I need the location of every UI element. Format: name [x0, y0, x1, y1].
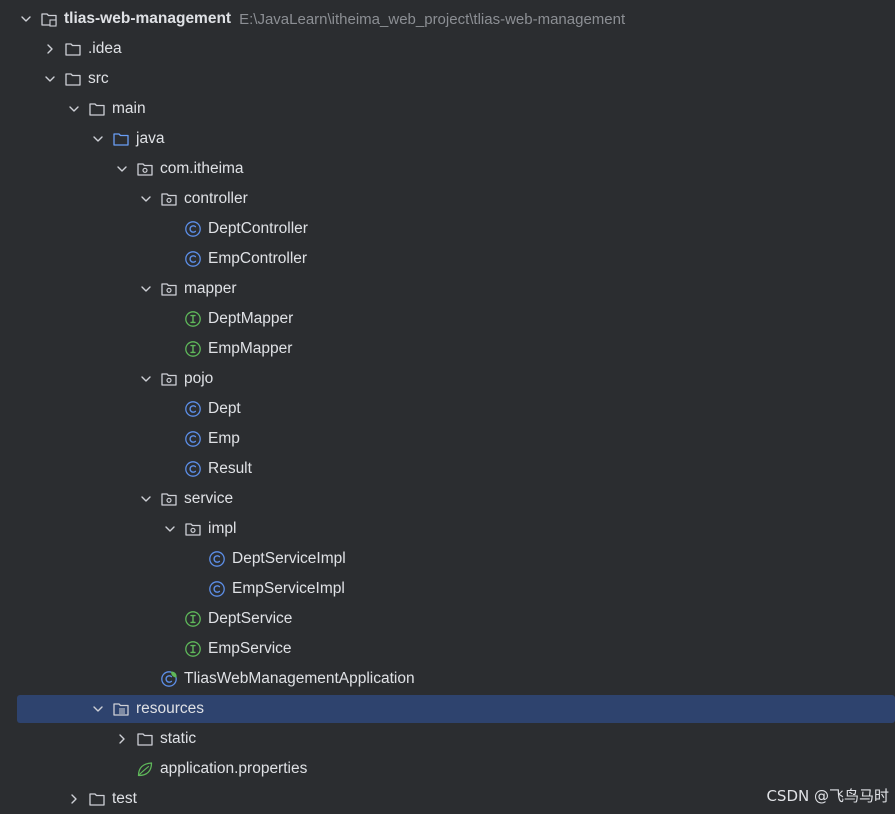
tree-row-static[interactable]: static	[0, 724, 895, 754]
class-icon	[184, 460, 202, 478]
folder-icon	[64, 40, 82, 58]
tree-row-package-com-itheima[interactable]: com.itheima	[0, 154, 895, 184]
tree-item-label: DeptMapper	[208, 310, 294, 327]
tree-item-label: Emp	[208, 430, 240, 447]
chevron-down-icon[interactable]	[66, 101, 82, 117]
tree-item-label: EmpService	[208, 640, 292, 657]
tree-row-package-impl[interactable]: impl	[0, 514, 895, 544]
tree-item-label: com.itheima	[160, 160, 244, 177]
folder-icon	[136, 730, 154, 748]
class-icon	[208, 550, 226, 568]
tree-item-label: mapper	[184, 280, 237, 297]
tree-row-application-class[interactable]: TliasWebManagementApplication	[0, 664, 895, 694]
chevron-down-icon[interactable]	[138, 371, 154, 387]
tree-item-label: test	[112, 790, 137, 807]
tree-row-java[interactable]: java	[0, 124, 895, 154]
module-folder-icon	[40, 10, 58, 28]
tree-row-dept-mapper[interactable]: DeptMapper	[0, 304, 895, 334]
tree-row-dept-service[interactable]: DeptService	[0, 604, 895, 634]
tree-row-idea[interactable]: .idea	[0, 34, 895, 64]
project-path: E:\JavaLearn\itheima_web_project\tlias-w…	[239, 10, 626, 28]
tree-item-label: resources	[136, 700, 205, 717]
interface-icon	[184, 310, 202, 328]
package-icon	[160, 190, 178, 208]
class-icon	[184, 220, 202, 238]
tree-row-package-controller[interactable]: controller	[0, 184, 895, 214]
tree-row-src[interactable]: src	[0, 64, 895, 94]
tree-item-label: EmpController	[208, 250, 308, 267]
tree-row-main[interactable]: main	[0, 94, 895, 124]
tree-item-label: java	[136, 130, 165, 147]
tree-row-emp-mapper[interactable]: EmpMapper	[0, 334, 895, 364]
chevron-down-icon[interactable]	[138, 491, 154, 507]
tree-item-label: EmpMapper	[208, 340, 293, 357]
package-icon	[136, 160, 154, 178]
tree-item-label: DeptService	[208, 610, 293, 627]
interface-icon	[184, 640, 202, 658]
package-icon	[184, 520, 202, 538]
selection-highlight	[17, 695, 895, 723]
chevron-right-icon[interactable]	[42, 41, 58, 57]
folder-icon	[64, 70, 82, 88]
package-icon	[160, 280, 178, 298]
tree-item-label: controller	[184, 190, 248, 207]
chevron-down-icon[interactable]	[18, 11, 34, 27]
tree-item-label: Result	[208, 460, 252, 477]
class-icon	[184, 430, 202, 448]
tree-item-label: main	[112, 100, 146, 117]
chevron-down-icon[interactable]	[138, 191, 154, 207]
tree-row-dept-controller[interactable]: DeptController	[0, 214, 895, 244]
tree-item-label: DeptServiceImpl	[232, 550, 346, 567]
tree-item-label: EmpServiceImpl	[232, 580, 345, 597]
tree-row-test[interactable]: test	[0, 784, 895, 814]
tree-item-label: src	[88, 70, 109, 87]
folder-icon	[88, 790, 106, 808]
chevron-right-icon[interactable]	[114, 731, 130, 747]
tree-row-emp-service[interactable]: EmpService	[0, 634, 895, 664]
tree-item-label: pojo	[184, 370, 214, 387]
class-icon	[184, 250, 202, 268]
resources-folder-icon	[112, 700, 130, 718]
package-icon	[160, 370, 178, 388]
tree-item-label: application.properties	[160, 760, 308, 777]
tree-item-label: Dept	[208, 400, 241, 417]
chevron-down-icon[interactable]	[42, 71, 58, 87]
class-icon	[184, 400, 202, 418]
tree-row-resources[interactable]: resources	[0, 694, 895, 724]
chevron-down-icon[interactable]	[90, 701, 106, 717]
chevron-down-icon[interactable]	[162, 521, 178, 537]
tree-item-label: service	[184, 490, 234, 507]
tree-item-label: static	[160, 730, 197, 747]
folder-icon	[88, 100, 106, 118]
tree-row-project-root[interactable]: tlias-web-management E:\JavaLearn\itheim…	[0, 4, 895, 34]
tree-row-dept-service-impl[interactable]: DeptServiceImpl	[0, 544, 895, 574]
watermark: CSDN @飞鸟马时	[766, 787, 889, 805]
project-name: tlias-web-management	[64, 10, 232, 27]
source-folder-icon	[112, 130, 130, 148]
spring-leaf-icon	[136, 760, 154, 778]
tree-item-label: TliasWebManagementApplication	[184, 670, 415, 687]
chevron-down-icon[interactable]	[138, 281, 154, 297]
tree-item-label: impl	[208, 520, 237, 537]
tree-row-package-pojo[interactable]: pojo	[0, 364, 895, 394]
interface-icon	[184, 610, 202, 628]
tree-row-emp-controller[interactable]: EmpController	[0, 244, 895, 274]
interface-icon	[184, 340, 202, 358]
tree-row-application-properties[interactable]: application.properties	[0, 754, 895, 784]
tree-row-emp-service-impl[interactable]: EmpServiceImpl	[0, 574, 895, 604]
tree-row-emp[interactable]: Emp	[0, 424, 895, 454]
project-tree: tlias-web-management E:\JavaLearn\itheim…	[0, 4, 895, 814]
chevron-down-icon[interactable]	[90, 131, 106, 147]
chevron-down-icon[interactable]	[114, 161, 130, 177]
tree-item-label: .idea	[88, 40, 122, 57]
tree-row-package-mapper[interactable]: mapper	[0, 274, 895, 304]
chevron-right-icon[interactable]	[66, 791, 82, 807]
spring-boot-class-icon	[160, 670, 178, 688]
tree-row-result[interactable]: Result	[0, 454, 895, 484]
class-icon	[208, 580, 226, 598]
tree-row-package-service[interactable]: service	[0, 484, 895, 514]
package-icon	[160, 490, 178, 508]
tree-row-dept[interactable]: Dept	[0, 394, 895, 424]
tree-item-label: DeptController	[208, 220, 308, 237]
